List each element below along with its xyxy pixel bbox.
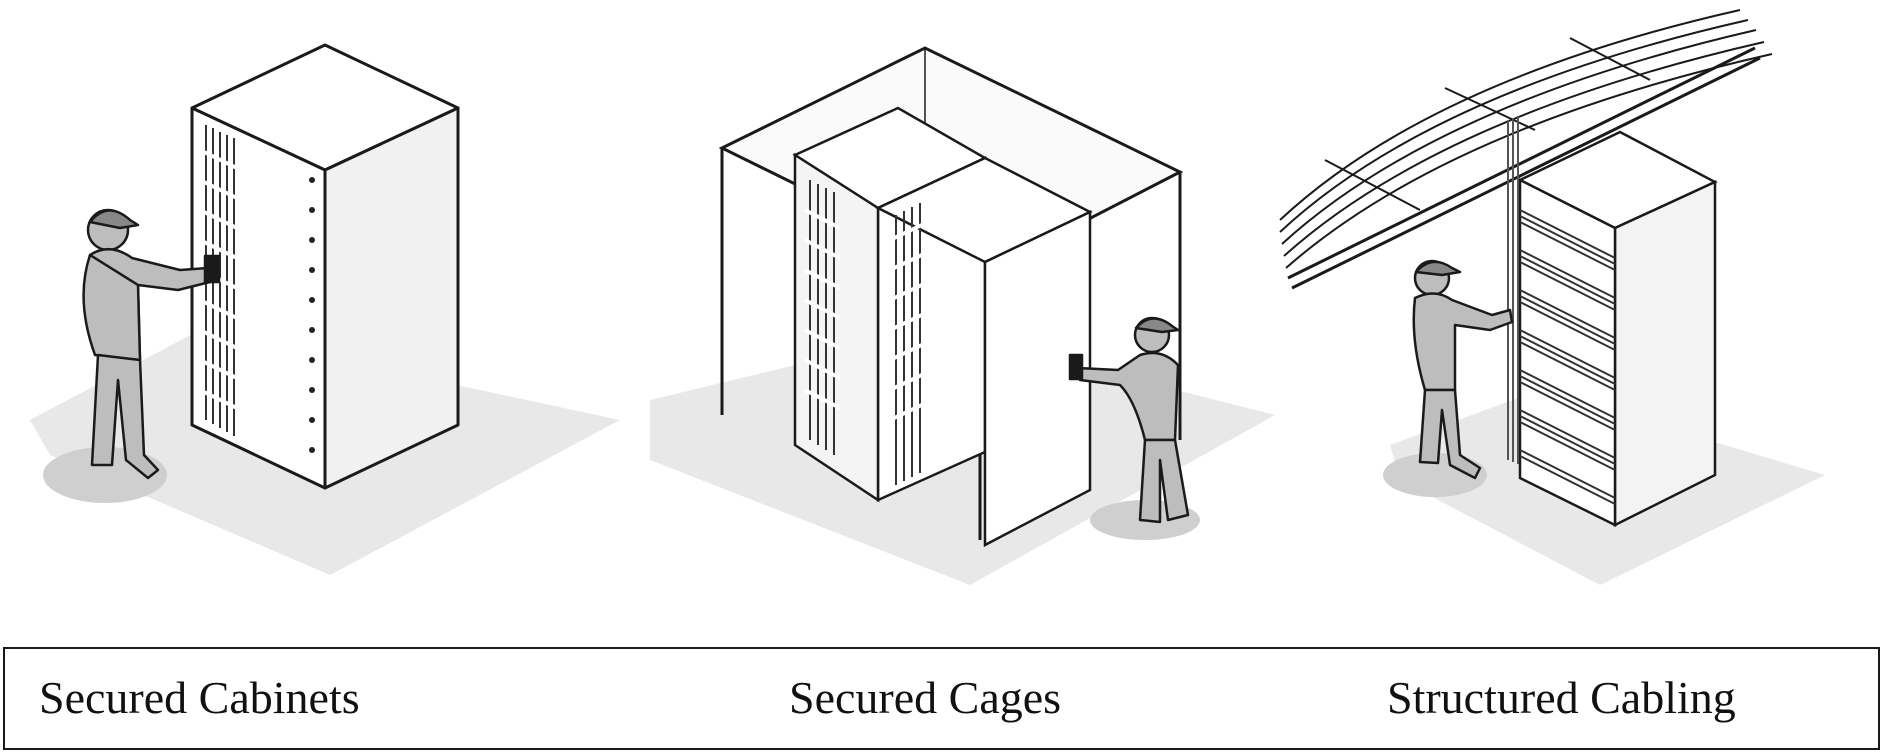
person-icon: [1068, 316, 1190, 524]
secured-cabinets-illustration: [30, 43, 620, 575]
secured-cages-illustration: [650, 46, 1275, 585]
caption-structured-cabling: Structured Cabling: [1387, 672, 1736, 723]
rack-vent-pattern: [809, 180, 921, 485]
person-icon: [82, 208, 221, 480]
caption-secured-cages: Secured Cages: [789, 672, 1062, 723]
server-rack-icon: [1517, 130, 1718, 528]
cable-tray-icon: [1279, 9, 1773, 290]
vertical-cable-bundle: [1507, 116, 1519, 464]
server-cabinet-icon: [190, 43, 460, 490]
person-icon: [1412, 259, 1514, 480]
structured-cabling-illustration: [1279, 9, 1825, 585]
caption-box: Secured Cabinets Secured Cages Structure…: [3, 647, 1880, 750]
caption-secured-cabinets: Secured Cabinets: [39, 672, 360, 723]
patch-cable-lines: [1519, 209, 1616, 505]
